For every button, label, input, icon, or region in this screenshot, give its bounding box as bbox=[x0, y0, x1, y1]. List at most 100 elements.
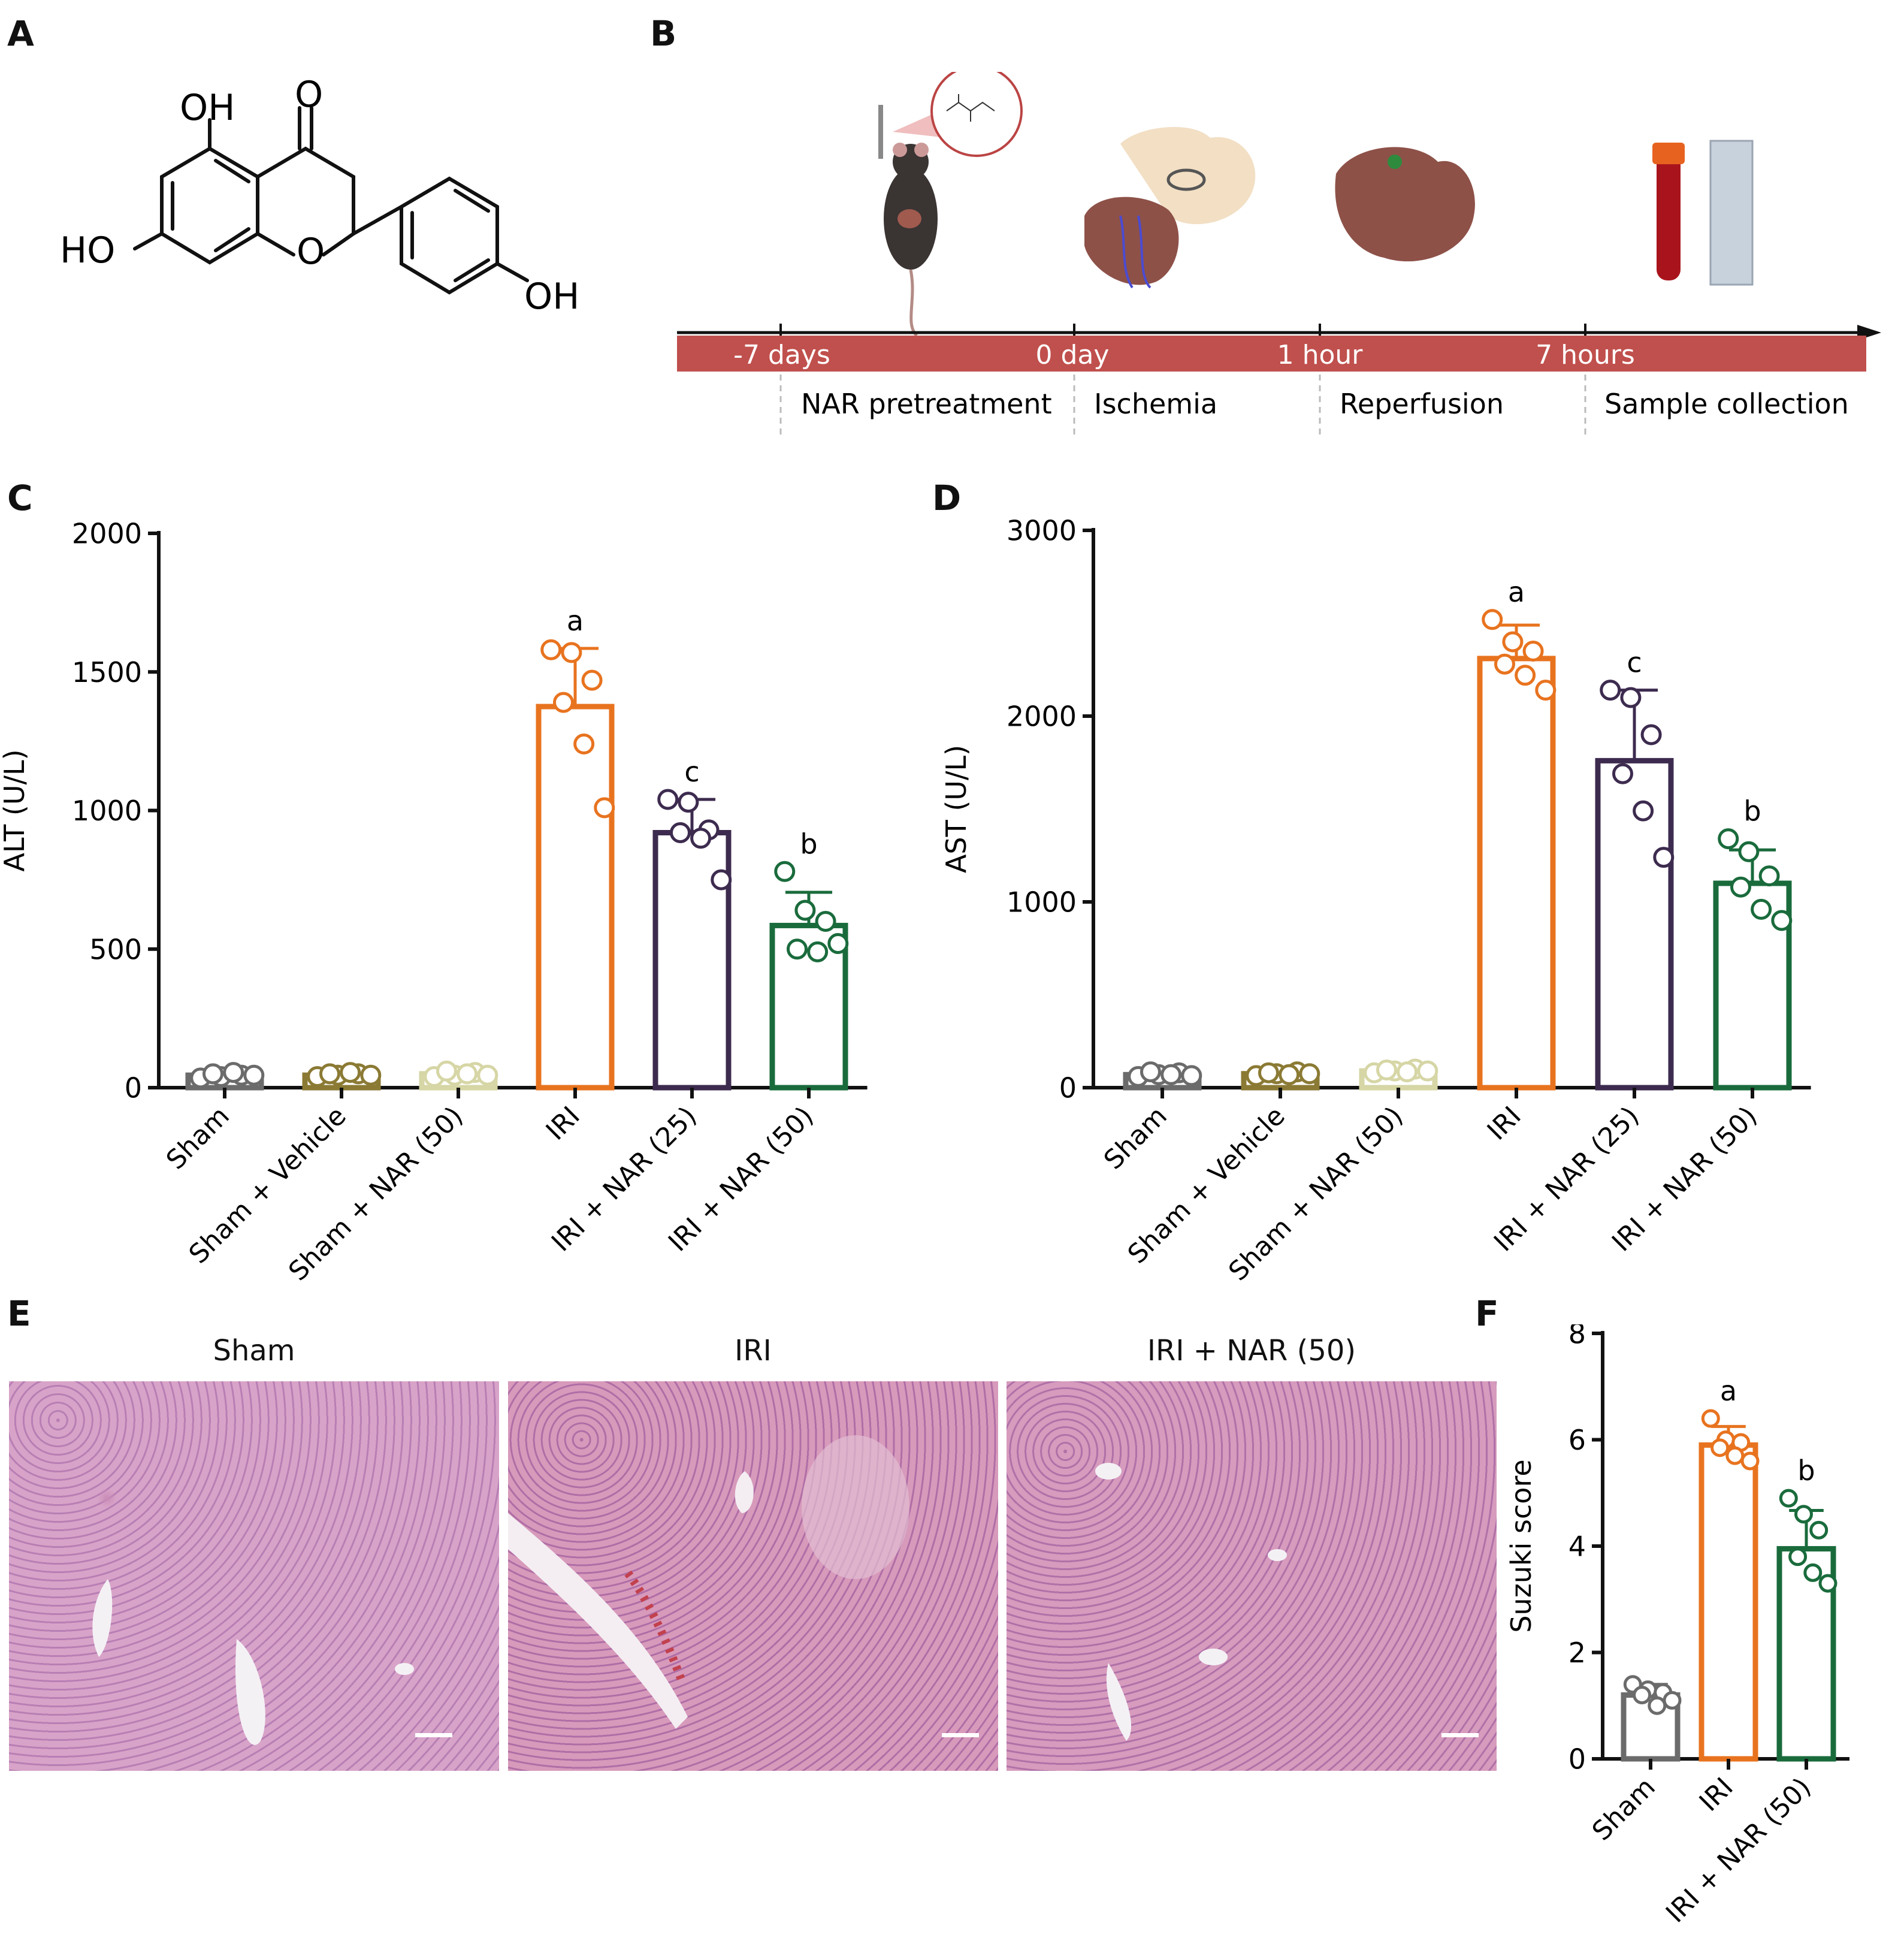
data-point bbox=[1522, 641, 1544, 662]
data-point bbox=[690, 828, 712, 849]
y-tick-label: 500 bbox=[89, 933, 142, 965]
data-point bbox=[1620, 687, 1642, 708]
data-point bbox=[457, 1063, 478, 1085]
data-point bbox=[774, 861, 796, 882]
time-label-1h: 1 hour bbox=[1277, 340, 1364, 370]
data-point bbox=[223, 1062, 244, 1083]
significance-label: c bbox=[684, 756, 699, 788]
data-point bbox=[1718, 828, 1739, 850]
y-tick-label: 1000 bbox=[1007, 886, 1077, 919]
histo-title-iri: IRI bbox=[735, 1334, 772, 1368]
scale-bar bbox=[415, 1733, 452, 1737]
data-point bbox=[340, 1062, 361, 1083]
bar bbox=[536, 704, 615, 1091]
data-point bbox=[1397, 1061, 1418, 1083]
y-tick-label: 0 bbox=[1059, 1072, 1077, 1104]
significance-label: b bbox=[1743, 795, 1761, 828]
x-tick-label: Sham bbox=[1586, 1772, 1661, 1847]
data-point bbox=[1751, 898, 1772, 920]
data-point bbox=[540, 639, 562, 660]
phase-label-pretreatment: NAR pretreatment bbox=[801, 388, 1052, 420]
data-point bbox=[1648, 1696, 1667, 1715]
data-point bbox=[1653, 847, 1675, 868]
data-point bbox=[827, 933, 849, 954]
significance-label: b bbox=[1797, 1454, 1815, 1487]
slide-icon bbox=[1709, 140, 1754, 286]
panel-label-b: B bbox=[650, 13, 677, 54]
data-point bbox=[561, 642, 582, 663]
y-tick-label: 2000 bbox=[1007, 701, 1077, 733]
x-tick-label: Sham bbox=[1098, 1101, 1173, 1176]
y-tick-label: 6 bbox=[1568, 1424, 1586, 1456]
liver-icon bbox=[1335, 147, 1475, 262]
data-point bbox=[1809, 1520, 1829, 1540]
y-tick-label: 3000 bbox=[1007, 515, 1077, 547]
y-axis-label: ALT (U/L) bbox=[0, 749, 31, 871]
y-axis-label: Suzuki score bbox=[1505, 1459, 1537, 1632]
panel-label-e: E bbox=[7, 1293, 31, 1334]
x-tick-label: IRI bbox=[1482, 1101, 1527, 1146]
histology-image-iri-nar bbox=[1007, 1381, 1497, 1771]
y-tick-label: 1000 bbox=[72, 795, 142, 827]
data-point bbox=[1771, 910, 1793, 931]
data-point bbox=[1140, 1061, 1161, 1083]
x-tick-label: IRI bbox=[1694, 1772, 1739, 1818]
data-point bbox=[1160, 1064, 1182, 1085]
time-label-0: 0 day bbox=[1036, 340, 1110, 370]
data-point bbox=[786, 938, 808, 960]
data-point bbox=[1640, 724, 1662, 745]
data-point bbox=[1279, 1064, 1300, 1085]
data-point bbox=[1417, 1060, 1438, 1082]
significance-label: c bbox=[1627, 647, 1642, 679]
histology-image-sham bbox=[9, 1381, 499, 1771]
data-point bbox=[1515, 665, 1536, 686]
data-point bbox=[594, 797, 615, 819]
data-point bbox=[581, 669, 603, 691]
data-point bbox=[1535, 680, 1557, 701]
significance-label: a bbox=[1720, 1375, 1737, 1407]
x-tick-label: IRI + NAR (50) bbox=[1660, 1772, 1817, 1929]
chem-ring-o: O bbox=[297, 231, 325, 273]
data-point bbox=[1740, 1451, 1760, 1471]
blood-tube-icon bbox=[1652, 143, 1685, 280]
x-tick-label: IRI bbox=[540, 1101, 586, 1146]
data-point bbox=[1788, 1547, 1808, 1566]
phase-label-ischemia: Ischemia bbox=[1094, 388, 1217, 420]
data-point bbox=[1710, 1438, 1730, 1457]
mouse-injection-icon bbox=[878, 72, 1023, 337]
phase-label-reperfusion: Reperfusion bbox=[1340, 388, 1504, 420]
data-point bbox=[1502, 631, 1524, 653]
data-point bbox=[1299, 1063, 1320, 1085]
data-point bbox=[815, 911, 836, 932]
y-tick-label: 2000 bbox=[72, 518, 142, 550]
y-tick-label: 0 bbox=[125, 1072, 142, 1104]
bar bbox=[1477, 656, 1556, 1091]
data-point bbox=[1258, 1062, 1279, 1083]
panel-label-f: F bbox=[1475, 1293, 1499, 1334]
y-tick-label: 0 bbox=[1568, 1743, 1586, 1776]
chem-oh-top: OH bbox=[180, 87, 235, 129]
data-point bbox=[1600, 680, 1621, 701]
experiment-timeline: -7 days 0 day 1 hour 7 hours NAR pretrea… bbox=[677, 72, 1881, 437]
data-point bbox=[1376, 1060, 1397, 1081]
data-point bbox=[1794, 1505, 1813, 1524]
timeline-band bbox=[677, 336, 1866, 372]
data-point bbox=[1758, 865, 1780, 887]
bar bbox=[1699, 1442, 1758, 1762]
panel-label-d: D bbox=[932, 478, 962, 518]
scale-bar bbox=[1441, 1733, 1479, 1737]
data-point bbox=[669, 822, 691, 843]
data-point bbox=[1633, 1686, 1652, 1704]
data-point bbox=[477, 1064, 498, 1086]
y-tick-label: 2 bbox=[1568, 1637, 1586, 1669]
liver-clamp-icon bbox=[1084, 126, 1256, 289]
data-point bbox=[1818, 1574, 1837, 1593]
data-point bbox=[678, 792, 699, 813]
data-point bbox=[711, 869, 732, 891]
data-point bbox=[1701, 1409, 1720, 1428]
chem-ho-left: HO bbox=[60, 230, 115, 271]
y-axis-label: AST (U/L) bbox=[940, 745, 972, 873]
data-point bbox=[1779, 1489, 1798, 1508]
panel-label-a: A bbox=[7, 13, 34, 54]
